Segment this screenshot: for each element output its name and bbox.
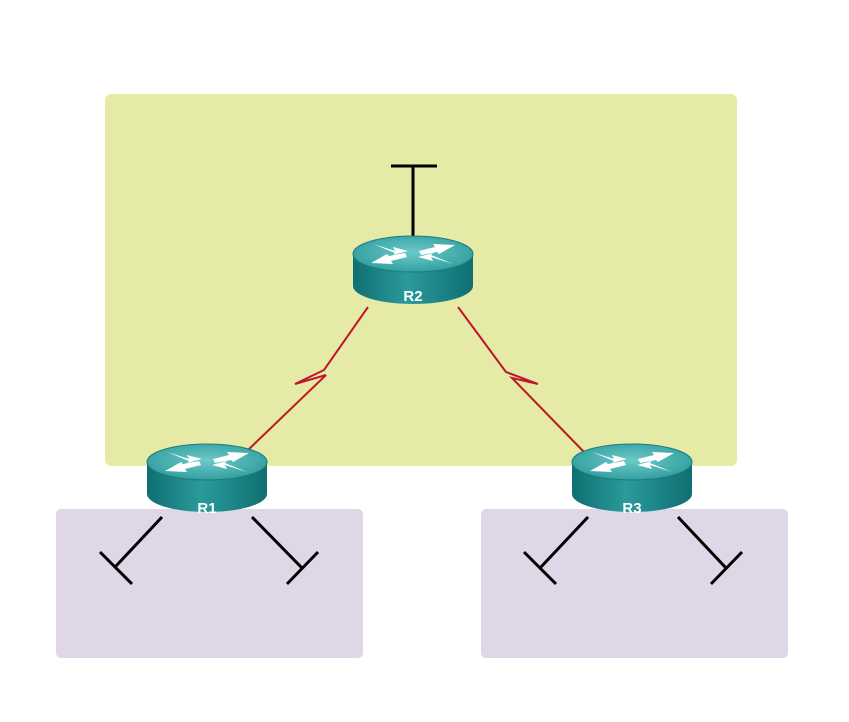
- ethernet-stub-r3-left: [522, 515, 590, 586]
- serial-link-r2-r3: [457, 306, 585, 453]
- router-r3: R3: [571, 443, 693, 517]
- router-label-r1: R1: [197, 500, 216, 517]
- router-r1: R1: [146, 443, 268, 517]
- serial-link-r2-r1: [247, 306, 369, 451]
- ethernet-stub-r3-right: [676, 515, 744, 586]
- router-r2: R2: [352, 235, 474, 305]
- router-label-r3: R3: [622, 500, 641, 517]
- bottom-left-area: [56, 509, 363, 658]
- ethernet-stub-r1-right: [250, 515, 320, 586]
- bottom-right-area: [481, 509, 788, 658]
- ethernet-stub-r1-left: [98, 515, 164, 586]
- ethernet-stub-r2: [391, 164, 437, 236]
- router-label-r2: R2: [403, 288, 422, 305]
